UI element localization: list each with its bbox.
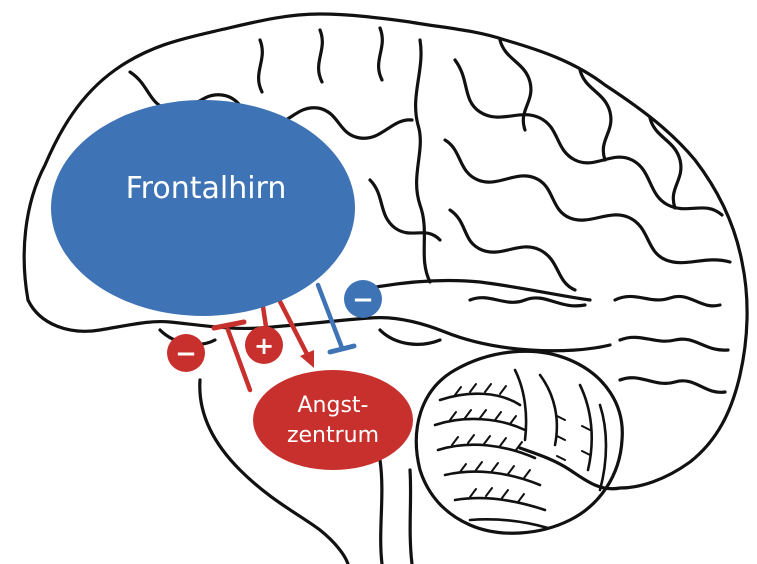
gyri-lines-9 <box>620 337 728 350</box>
frontal-region-shape <box>51 100 355 316</box>
gyri-lines-8 <box>615 296 720 305</box>
gyri-lines-4 <box>450 210 575 290</box>
fear-center-shape <box>253 370 413 470</box>
plus-sign: + <box>254 332 274 360</box>
gyri-lines-14 <box>470 298 585 306</box>
gyri-lines-6 <box>580 70 611 160</box>
central-sulcus <box>416 40 430 282</box>
cerebellum-ticks <box>450 384 590 502</box>
temporal-lower-edge <box>28 300 610 351</box>
frontal-region: Frontalhirn <box>51 100 355 316</box>
minus-sign-left: − <box>175 339 197 369</box>
gyri-lines-3 <box>445 140 730 263</box>
sign-minus-left: − <box>167 334 205 372</box>
fear-center: Angst- zentrum <box>253 370 413 470</box>
brainstem-right-edge <box>410 470 412 564</box>
sign-plus: + <box>245 326 283 364</box>
minus-sign-right: − <box>352 285 374 315</box>
gyri-lines-10 <box>620 378 725 393</box>
gyri-lines-13 <box>370 180 440 240</box>
sign-minus-right: − <box>344 280 382 318</box>
inhibitory-bar <box>330 346 354 352</box>
fear-center-label-line2: zentrum <box>287 423 379 448</box>
fear-center-label-line1: Angst- <box>298 393 369 418</box>
gyri-lines-11 <box>259 28 383 92</box>
frontal-region-label: Frontalhirn <box>126 171 287 206</box>
brainstem-inner <box>380 460 382 564</box>
inhibitory-line <box>318 285 342 348</box>
